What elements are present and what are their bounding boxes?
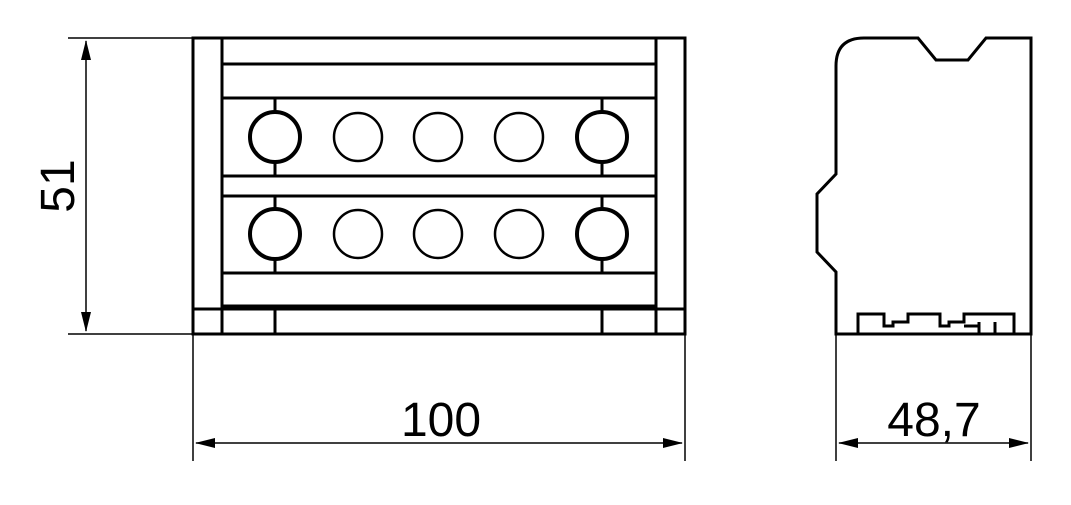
hole-row-2	[248, 196, 629, 273]
dimension-height: 51	[32, 37, 193, 335]
side-body-outline	[815, 36, 1033, 336]
dimension-front-width: 100	[192, 334, 686, 461]
terminal-hole	[575, 110, 629, 164]
terminal-hole	[332, 208, 384, 260]
terminal-hole	[493, 111, 545, 163]
terminal-hole	[575, 207, 629, 261]
dimension-side-width: 48,7	[835, 334, 1032, 461]
terminal-hole	[332, 111, 384, 163]
terminal-hole	[493, 208, 545, 260]
front-body-outline	[191, 36, 687, 336]
height-dimension-label: 51	[32, 159, 85, 212]
terminal-hole	[248, 207, 302, 261]
terminal-hole	[412, 208, 464, 260]
hole-row-1	[248, 98, 629, 176]
front-width-dimension-label: 100	[401, 394, 481, 447]
terminal-hole	[412, 111, 464, 163]
side-width-dimension-label: 48,7	[887, 394, 980, 447]
front-view	[191, 36, 687, 336]
side-view	[815, 36, 1033, 336]
side-din-clip-profile	[856, 312, 1016, 334]
terminal-hole	[248, 110, 302, 164]
